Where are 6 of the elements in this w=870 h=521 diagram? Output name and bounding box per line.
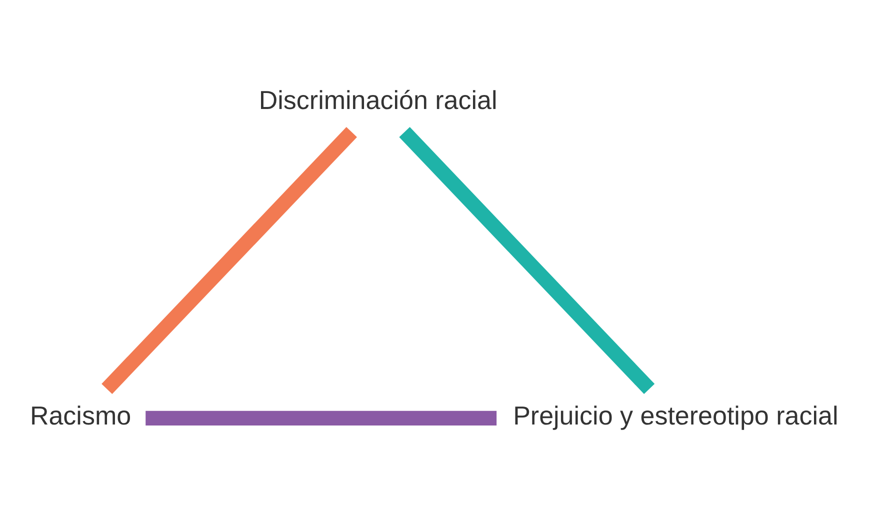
- connector: [399, 127, 655, 394]
- connector: [102, 127, 357, 394]
- node-text: Discriminación racial: [258, 84, 498, 115]
- node-text: Prejuicio y estereotipo racial: [513, 400, 838, 430]
- node-text: Racismo: [30, 400, 132, 430]
- connector: [146, 410, 497, 426]
